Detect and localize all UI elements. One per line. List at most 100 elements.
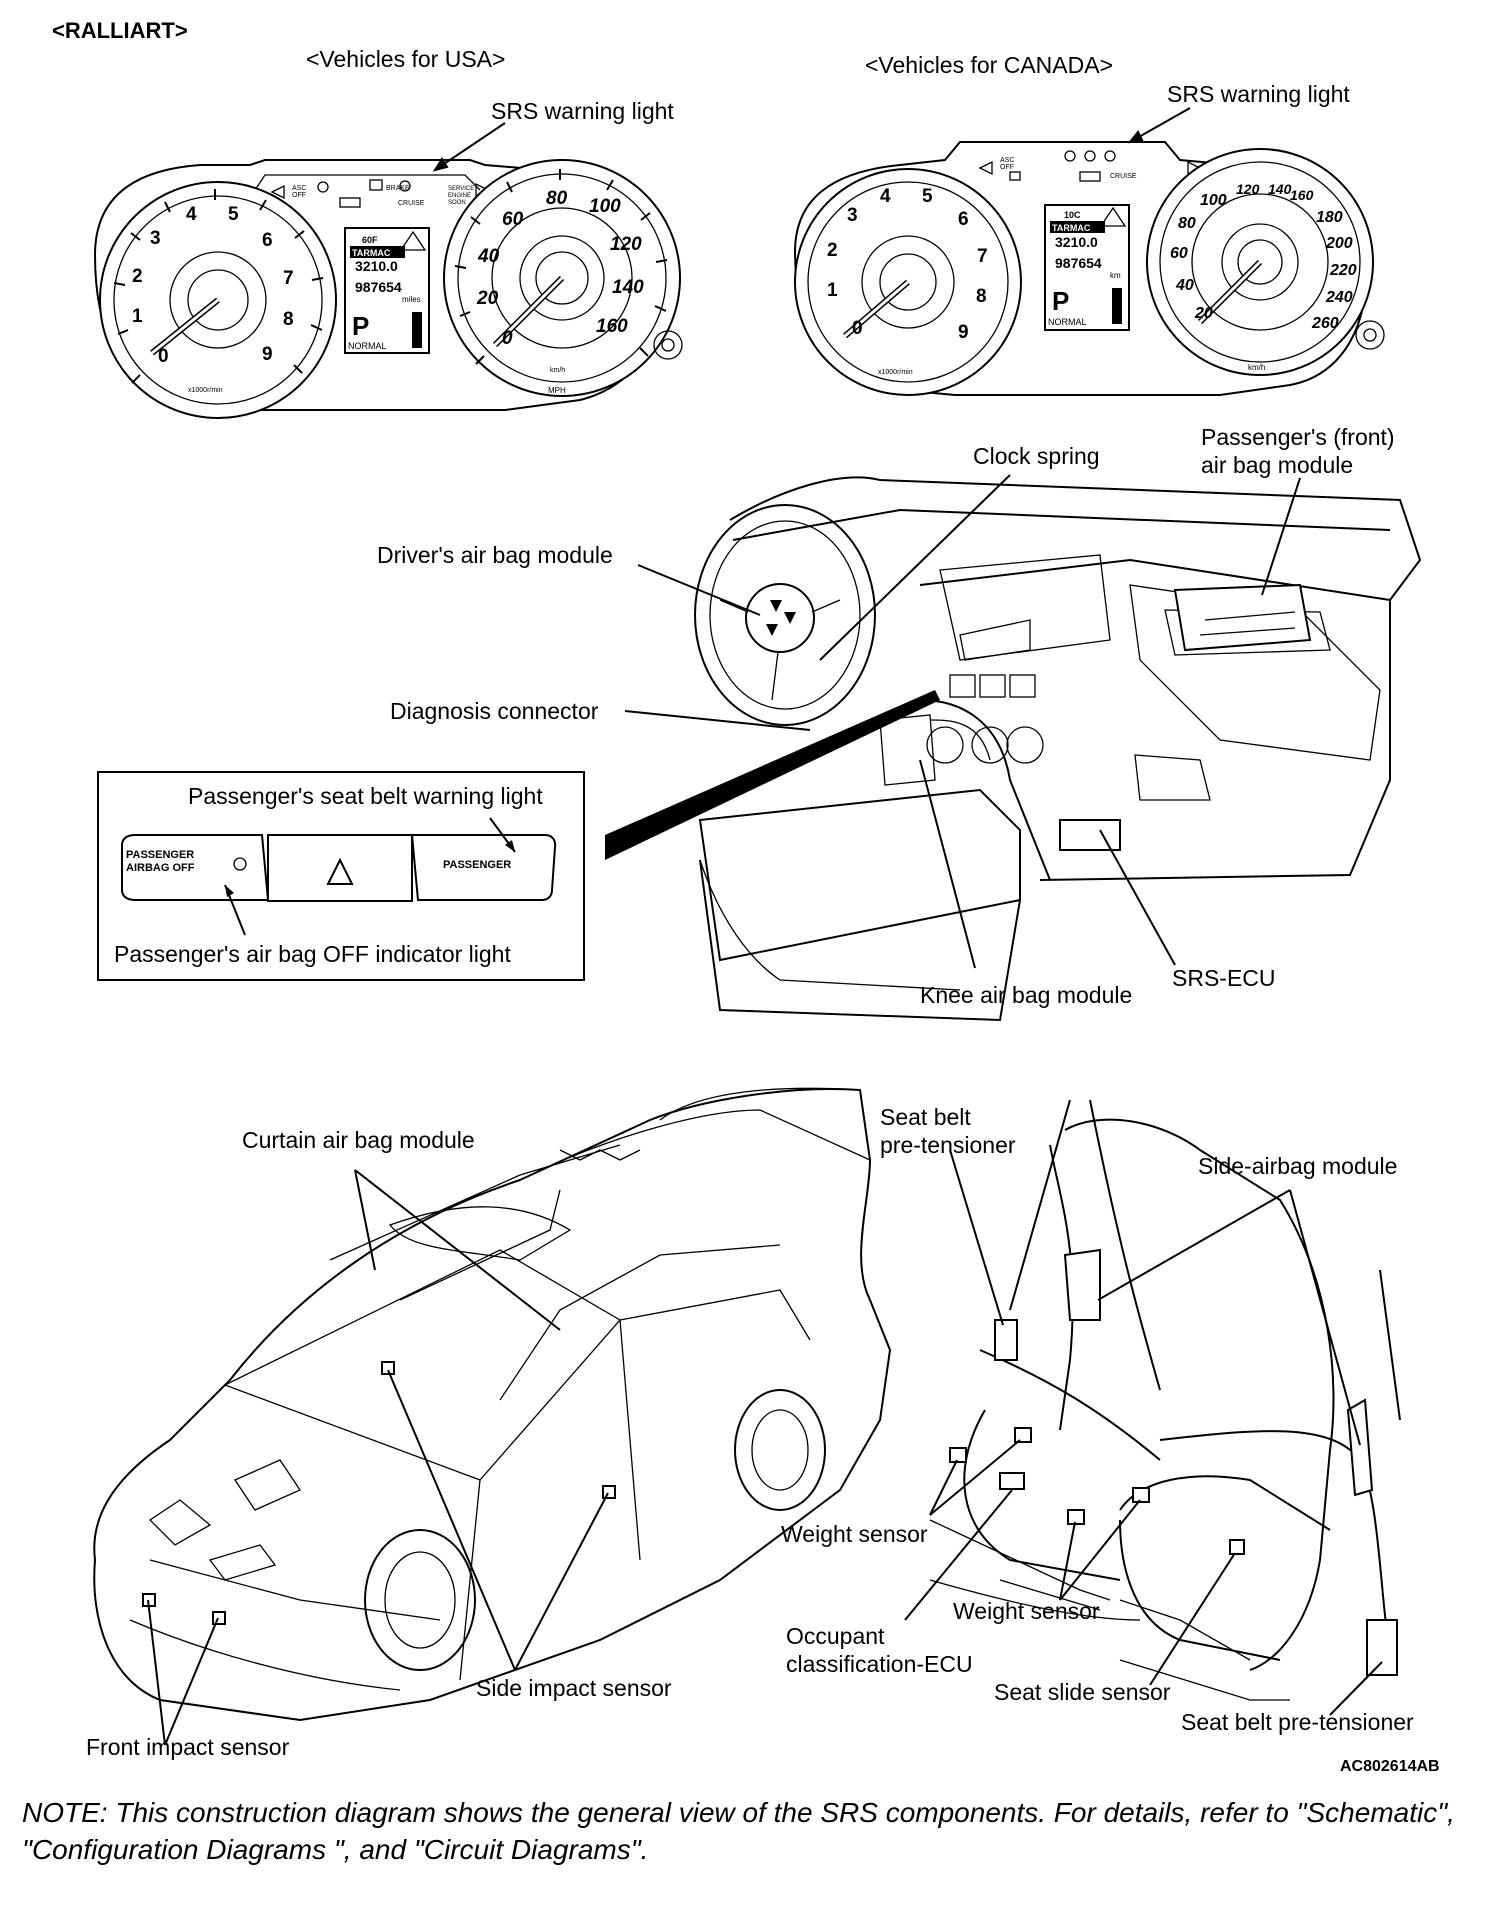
svg-text:60: 60 [1170, 245, 1188, 262]
canada-srs-warning-light-label: SRS warning light [1167, 81, 1350, 107]
svg-text:PASSENGER: PASSENGER [126, 849, 194, 861]
svg-text:x1000r/min: x1000r/min [188, 387, 223, 394]
svg-text:140: 140 [1268, 181, 1292, 197]
svg-text:10C: 10C [1064, 210, 1081, 220]
svg-text:3210.0: 3210.0 [1055, 234, 1098, 250]
svg-text:3: 3 [150, 228, 161, 249]
svg-text:NORMAL: NORMAL [348, 341, 387, 351]
seat-belt-pretensioner-top-label: Seat belt pre-tensioner [880, 1104, 1016, 1159]
svg-text:3210.0: 3210.0 [355, 258, 398, 274]
svg-text:3: 3 [847, 205, 858, 226]
seat-drawing [929, 1099, 1401, 1701]
figure-code: AC802614AB [1340, 1758, 1440, 1775]
svg-text:PASSENGER: PASSENGER [443, 859, 511, 871]
car-drawing [93, 1087, 892, 1722]
svg-text:9: 9 [262, 344, 273, 365]
usa-instrument-cluster: 0 1 2 3 4 5 6 7 8 9 x1000r/min TARMAC 60… [93, 159, 683, 419]
svg-text:km: km [1110, 271, 1121, 280]
dashboard-leader-lines [624, 474, 1301, 969]
svg-text:140: 140 [612, 277, 644, 298]
svg-text:CRUISE: CRUISE [398, 200, 425, 207]
svg-text:P: P [1052, 286, 1069, 316]
svg-text:20: 20 [1194, 305, 1213, 322]
front-impact-sensor-label: Front impact sensor [86, 1734, 290, 1760]
svg-text:40: 40 [1175, 277, 1194, 294]
svg-text:0: 0 [158, 346, 169, 367]
svg-text:TARMAC: TARMAC [352, 248, 391, 258]
svg-text:260: 260 [1311, 315, 1339, 332]
svg-text:ASC: ASC [292, 185, 306, 192]
svg-text:0: 0 [502, 328, 513, 349]
svg-text:miles: miles [402, 295, 421, 304]
svg-text:160: 160 [596, 316, 628, 337]
svg-text:NORMAL: NORMAL [1048, 317, 1087, 327]
svg-text:ASC: ASC [1000, 157, 1014, 164]
svg-text:CRUISE: CRUISE [1110, 173, 1137, 180]
seatbelt-warning-label: Passenger's seat belt warning light [188, 783, 543, 809]
svg-text:220: 220 [1329, 262, 1357, 279]
svg-text:4: 4 [186, 204, 197, 225]
svg-text:80: 80 [1178, 215, 1196, 232]
svg-text:8: 8 [976, 286, 987, 307]
svg-text:SERVICE: SERVICE [448, 186, 474, 192]
weight-sensor-label-2: Weight sensor [953, 1598, 1100, 1624]
svg-text:80: 80 [546, 188, 568, 209]
svg-text:OFF: OFF [1000, 164, 1014, 171]
svg-text:2: 2 [132, 266, 143, 287]
svg-text:1: 1 [132, 306, 143, 327]
passenger-front-airbag-label: Passenger's (front) air bag module [1201, 424, 1395, 479]
svg-text:AIRBAG OFF: AIRBAG OFF [126, 862, 195, 874]
svg-text:4: 4 [880, 186, 891, 207]
svg-text:0: 0 [852, 318, 863, 339]
svg-text:120: 120 [610, 234, 642, 255]
svg-text:60F: 60F [362, 235, 378, 245]
svg-text:6: 6 [958, 209, 969, 230]
svg-text:7: 7 [977, 246, 988, 267]
occupant-classification-ecu-label: Occupant classification-ECU [786, 1623, 973, 1678]
svg-text:60: 60 [502, 209, 524, 230]
car-leader-lines [147, 1169, 609, 1746]
svg-text:120: 120 [1236, 181, 1260, 197]
svg-text:9: 9 [958, 322, 969, 343]
svg-text:100: 100 [1200, 192, 1227, 209]
svg-text:km/h: km/h [550, 367, 565, 374]
model-header: <RALLIART> [52, 18, 188, 43]
svg-text:BRAKE: BRAKE [386, 185, 410, 192]
svg-text:P: P [352, 311, 369, 341]
knee-airbag-label: Knee air bag module [920, 982, 1133, 1008]
usa-srs-warning-light-label: SRS warning light [491, 98, 674, 124]
srs-ecu-label: SRS-ECU [1172, 965, 1276, 991]
weight-sensor-label-1: Weight sensor [781, 1521, 928, 1547]
airbag-off-indicator-label: Passenger's air bag OFF indicator light [114, 941, 511, 967]
svg-text:6: 6 [262, 230, 273, 251]
passenger-switch-inset [97, 771, 585, 981]
svg-text:200: 200 [1325, 235, 1353, 252]
svg-text:100: 100 [589, 196, 621, 217]
seat-leader-lines [904, 1149, 1383, 1716]
svg-text:TARMAC: TARMAC [1052, 223, 1091, 233]
svg-text:x1000r/min: x1000r/min [878, 369, 913, 376]
svg-text:7: 7 [283, 268, 294, 289]
svg-text:987654: 987654 [355, 279, 402, 295]
svg-text:km/h: km/h [1248, 363, 1265, 372]
svg-text:MPH: MPH [548, 386, 566, 395]
svg-text:20: 20 [476, 288, 499, 309]
svg-text:160: 160 [1290, 187, 1314, 203]
svg-text:987654: 987654 [1055, 255, 1102, 271]
note-text: NOTE: This construction diagram shows th… [22, 1797, 1455, 1865]
seat-belt-pretensioner-bottom-label: Seat belt pre-tensioner [1181, 1709, 1414, 1735]
usa-cluster-title: <Vehicles for USA> [306, 46, 506, 72]
inset-switch-panel: PASSENGER AIRBAG OFF PASSENGER [121, 817, 557, 936]
diagnosis-connector-label: Diagnosis connector [390, 698, 599, 724]
svg-text:180: 180 [1316, 209, 1343, 226]
clock-spring-label: Clock spring [973, 443, 1100, 469]
dashboard-drawing [694, 476, 1422, 1022]
svg-text:40: 40 [477, 246, 500, 267]
svg-text:SOON: SOON [448, 200, 466, 206]
svg-text:2: 2 [827, 240, 838, 261]
svg-text:ENGINE: ENGINE [448, 193, 471, 199]
svg-text:1: 1 [827, 280, 838, 301]
seat-slide-sensor-label: Seat slide sensor [994, 1679, 1171, 1705]
svg-text:OFF: OFF [292, 192, 306, 199]
